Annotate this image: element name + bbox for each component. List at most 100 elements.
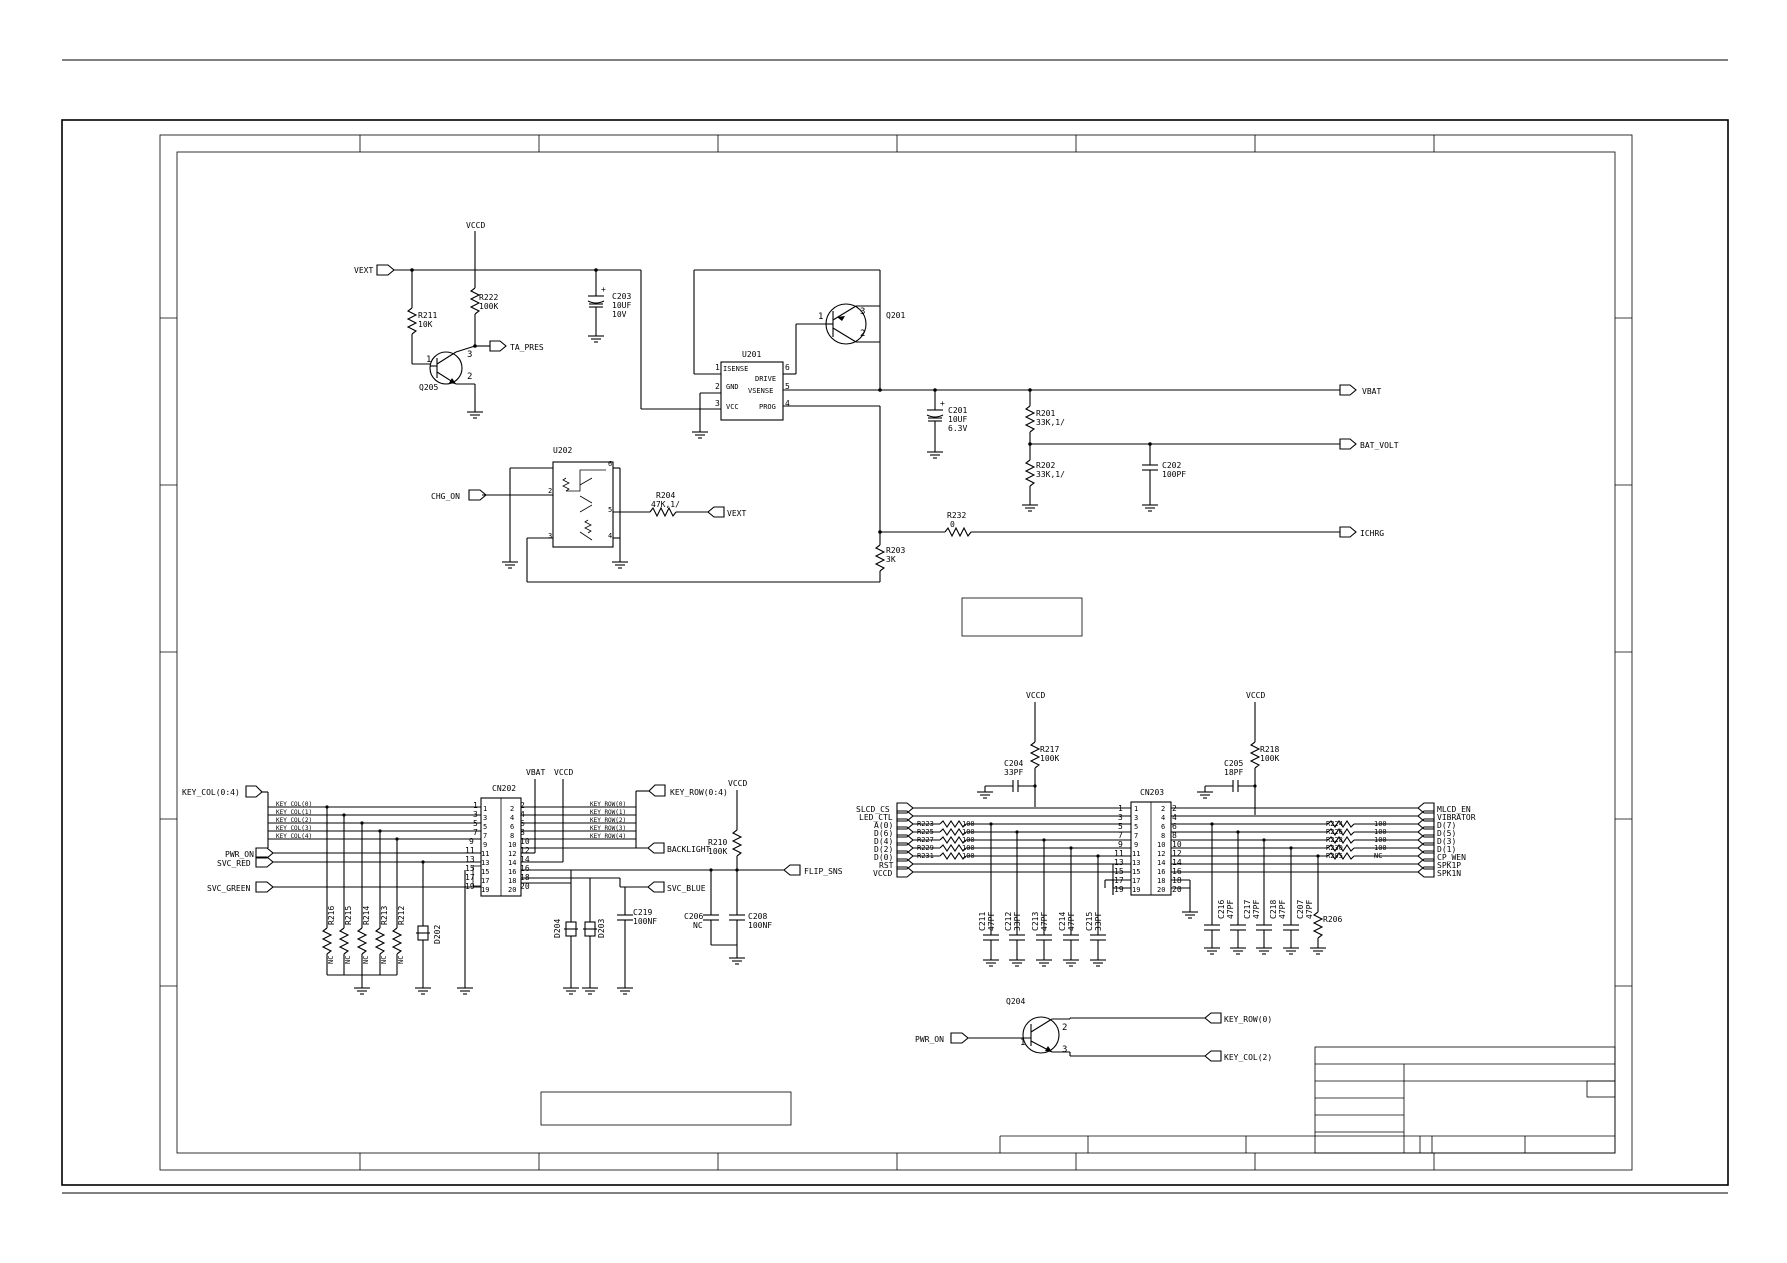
sig-vccd: VCCD (873, 869, 892, 878)
r201-ref: R201 (1036, 409, 1055, 418)
svg-text:15: 15 (465, 864, 475, 873)
key-col2-port (1204, 1050, 1222, 1062)
ta-pres-label: TA_PRES (510, 343, 544, 352)
ground-icon (415, 987, 431, 995)
ground-icon (617, 987, 633, 995)
svg-text:1: 1 (1020, 1038, 1025, 1048)
svg-text:2: 2 (1062, 1023, 1067, 1033)
ground-icon (1090, 959, 1106, 967)
r218-ref: R218 (1260, 745, 1279, 754)
svg-text:4: 4 (1172, 813, 1177, 822)
svg-text:4: 4 (1161, 814, 1165, 822)
chg-on-port (468, 489, 487, 501)
sig-spk1p: SPK1P (1437, 861, 1461, 870)
r217-ref: R217 (1040, 745, 1059, 754)
r226-resistor (1327, 828, 1355, 836)
r203-resistor (874, 544, 886, 572)
svg-text:5: 5 (483, 823, 487, 831)
svg-text:8: 8 (1172, 831, 1177, 840)
r214-ref: R214 (362, 906, 371, 925)
key-row-3-label: KEY_ROW(3) (590, 825, 626, 832)
c214-ref: C214 (1058, 912, 1067, 931)
svg-text:1: 1 (818, 312, 823, 322)
vccd-port (896, 866, 914, 878)
key-row-4-label: KEY_ROW(4) (590, 833, 626, 840)
c205-val: 18PF (1224, 768, 1243, 777)
svg-text:3: 3 (1118, 813, 1123, 822)
r218-val: 100K (1260, 754, 1279, 763)
ground-icon (582, 987, 598, 995)
c207-ref: C207 (1296, 900, 1305, 919)
r214-resistor (356, 927, 368, 955)
vccd-label-cn202: VCCD (554, 768, 573, 777)
svg-text:12: 12 (1172, 849, 1182, 858)
c219-val: 100NF (633, 917, 657, 926)
r222-val: 100K (479, 302, 498, 311)
c219-ref: C219 (633, 908, 652, 917)
ichrg-label: ICHRG (1360, 529, 1384, 538)
c218-val: 47PF (1278, 900, 1287, 919)
svg-text:16: 16 (1157, 868, 1165, 876)
nc-label: NC (397, 956, 405, 964)
nc-label: NC (344, 956, 352, 964)
c211-ref: C211 (978, 912, 987, 931)
c217-val: 47PF (1252, 900, 1261, 919)
svg-text:9: 9 (1118, 840, 1123, 849)
svg-text:18: 18 (1157, 877, 1165, 885)
u201-pin-prog: PROG (759, 403, 776, 411)
u202-ref: U202 (553, 446, 572, 455)
ground-icon (563, 987, 579, 995)
r205-resistor (1327, 852, 1355, 860)
svg-text:16: 16 (508, 868, 516, 876)
c204-val: 33PF (1004, 768, 1023, 777)
key-row-1-label: KEY_ROW(1) (590, 809, 626, 816)
svg-text:15: 15 (1132, 868, 1140, 876)
q205-ref: Q205 (419, 383, 438, 392)
svg-text:2: 2 (467, 372, 472, 382)
svg-text:2: 2 (520, 801, 525, 810)
u201-pin-vsense: VSENSE (748, 387, 773, 395)
vbat-port (1339, 384, 1357, 396)
ground-icon (1256, 947, 1272, 955)
vccd-label-top: VCCD (466, 221, 485, 230)
svg-text:10: 10 (520, 837, 530, 846)
svg-text:1: 1 (715, 363, 720, 372)
r202-resistor (1024, 459, 1036, 487)
svc-red-port (255, 856, 274, 868)
r206-resistor (1312, 911, 1324, 939)
r201-val: 33K,1/ (1036, 418, 1065, 427)
chg-on-label: CHG_ON (431, 492, 460, 501)
svg-text:3: 3 (1134, 814, 1138, 822)
u201-pin-vcc: VCC (726, 403, 739, 411)
flip-sns-label: FLIP_SNS (804, 867, 843, 876)
r232-val: 0 (950, 520, 955, 529)
c212-val: 33PF (1013, 912, 1022, 931)
c211-val: 47PF (987, 912, 996, 931)
r212-resistor (391, 927, 403, 955)
r205-ref: R205 (1326, 852, 1343, 860)
r210-val: 100K (708, 847, 727, 856)
charger-section: VEXT VCCD R222 100K TA_PRES R211 10K 1 3… (354, 221, 1399, 583)
cn203-ref: CN203 (1140, 788, 1164, 797)
svg-text:14: 14 (508, 859, 516, 867)
svg-text:8: 8 (1161, 832, 1165, 840)
r211-ref: R211 (418, 311, 437, 320)
key-col-1-label: KEY_COL(1) (276, 809, 312, 816)
svc-green-label: SVC_GREEN (207, 884, 251, 893)
c212-ref: C212 (1004, 912, 1013, 931)
svg-text:9: 9 (469, 837, 474, 846)
svc-red-label: SVC_RED (217, 859, 251, 868)
r202-ref: R202 (1036, 461, 1055, 470)
ground-icon (977, 791, 993, 799)
lcd-section: VCCD R217 100K C204 33PF VCCD R218 100K … (856, 691, 1476, 967)
svg-text:3: 3 (715, 399, 720, 408)
note-box-keypad (540, 1091, 792, 1126)
sig-rst: RST (879, 861, 894, 870)
key-col2-label: KEY_COL(2) (1224, 1053, 1272, 1062)
sig-a0: A(0) (874, 821, 893, 830)
r222-ref: R222 (479, 293, 498, 302)
backlight-label: BACKLIGHT (667, 845, 711, 854)
pwr-on-port (255, 847, 274, 859)
r231-ref: R231 (917, 852, 934, 860)
